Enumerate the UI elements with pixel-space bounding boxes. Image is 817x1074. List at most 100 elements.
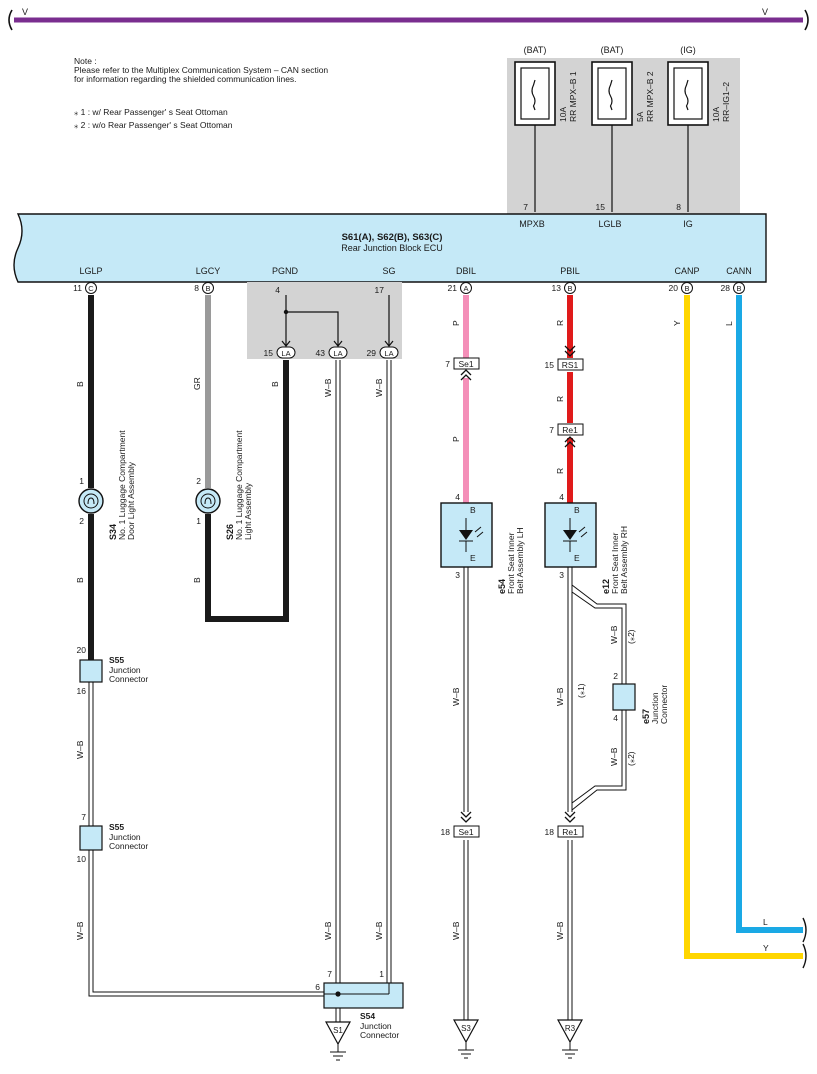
wire-label-s55-1: W–B [75,740,85,759]
e57-pin-bottom: 4 [613,713,618,723]
la-2-label: LA [333,349,342,358]
fuse-3-pin: 8 [676,202,681,212]
re1-bottom-pin: 18 [545,827,555,837]
pin-canp: 20 [669,283,679,293]
se1-bottom-pin: 18 [441,827,451,837]
e12-name-1: Front Seat Inner [610,532,620,594]
wire-label-note-2b: (⁎2) [626,751,636,766]
belt-e54: B E 4 3 e54 Front Seat Inner Belt Assemb… [440,492,525,594]
fuse-1-source: (BAT) [524,45,547,55]
pin-conn-c: C [88,284,94,293]
e54-e: E [470,553,476,563]
s54-pin-left: 6 [315,982,320,992]
s34-pin-bottom: 2 [79,516,84,526]
e57-word1: Junction [650,692,660,724]
wire-label-la43: W–B [323,378,333,397]
wire-label-note-1: (⁎1) [576,683,586,698]
ground-icon [330,1051,346,1061]
pin-cann: 28 [721,283,731,293]
note-block: Note : Please refer to the Multiplex Com… [74,56,328,130]
s34-code: S34 [108,524,118,540]
s55a-word2: Connector [109,674,148,684]
e54-name-1: Front Seat Inner [506,532,516,594]
wb-wires [88,360,627,1022]
ecu-name: Rear Junction Block ECU [341,243,443,253]
fuse-1: (BAT) 10A RR MPX–B 1 7 [514,45,578,212]
ecu-term-mpxb: MPXB [519,219,545,229]
wire-label-pbil-3: R [555,468,565,474]
s55a-code: S55 [109,655,124,665]
wire-label-note-2a: (⁎2) [626,629,636,644]
ground-s1-label: S1 [333,1026,343,1035]
footnote-1: ⁎ 1 : w/ Rear Passenger' s Seat Ottoman [74,107,228,117]
light-s26: 2 1 S26 No. 1 Luggage Compartment Light … [195,430,253,540]
la-3-label: LA [384,349,393,358]
inline-connectors: Se1 7 RS1 15 Re1 7 Se1 18 Re1 18 [441,345,584,838]
led-icon [459,518,484,552]
bulb-icon [87,497,95,505]
s55b-pin-top: 7 [81,812,86,822]
fuse-1-rating: 10A [558,107,568,122]
wire-label-e57-1: W–B [609,625,619,644]
e54-pin-top: 4 [455,492,460,502]
pin-lglp: 11 [73,283,82,293]
e57-pin-top: 2 [613,671,618,681]
s54-pin-a: 7 [327,969,332,979]
ecu-term-cann: CANN [726,266,752,276]
can-continuation: L Y [763,917,807,969]
s55b-pin-bottom: 10 [77,854,87,864]
wire-label-s54-a: W–B [323,921,333,940]
bus-label-right: V [762,7,768,17]
wire-label-canp: Y [672,320,682,326]
s34-pin-top: 1 [79,476,84,486]
ground-shade [247,282,402,359]
s55b-word1: Junction [109,832,141,842]
la-connectors: LA 15 LA 43 LA 29 [264,340,399,359]
s34-name-2: Door Light Assembly [126,461,136,540]
s26-pin-top: 2 [196,476,201,486]
ground-r3-label: R3 [565,1024,576,1033]
wires [88,295,803,959]
s55b-code: S55 [109,822,124,832]
junction-s54: 6 7 1 S54 Junction Connector [315,969,404,1040]
can-end-y: Y [763,943,769,953]
wire-label-pbil-2: R [555,396,565,402]
la-1-pin: 15 [264,348,274,358]
ecu-pins: C 11 B 8 4 17 A 21 B 13 B 20 B 28 [73,282,745,295]
ecu-term-lgcy: LGCY [196,266,221,276]
ground-s3-label: S3 [461,1024,471,1033]
wire-label-la29: W–B [374,378,384,397]
fuse-1-icon [531,79,536,111]
ground-icon [458,1049,474,1059]
pin-dbil: 21 [448,283,458,293]
fuse-3-icon [684,79,689,111]
rs1-pin: 15 [545,360,555,370]
rear-junction-block-ecu: MPXB LGLB IG S61(A), S62(B), S63(C) Rear… [13,213,767,283]
v-bus: V V [8,7,809,31]
wire-label-s3: W–B [451,921,461,940]
e57-code: e57 [641,709,651,724]
la-3-pin: 29 [367,348,377,358]
la-2-pin: 43 [316,348,326,358]
pin-conn-b4: B [736,284,741,293]
re1-top-label: Re1 [562,425,578,435]
pin-pbil: 13 [552,283,562,293]
wire-label-lglp-2: B [75,577,85,583]
junction-s55-b: 7 10 S55 Junction Connector [77,812,149,864]
s26-name-2: Light Assembly [243,482,253,540]
can-end-l: L [763,917,768,927]
fuse-3-source: (IG) [680,45,696,55]
junction-e57: 2 4 e57 Junction Connector [612,671,669,724]
fuse-1-name: RR MPX–B 1 [568,71,578,122]
s26-code: S26 [225,524,235,540]
wire-label-dbil-2: P [451,436,461,442]
note-title: Note : [74,56,97,66]
light-s34: 1 2 S34 No. 1 Luggage Compartment Door L… [78,430,136,540]
wire-label-e54: W–B [451,687,461,706]
led-icon [563,518,588,552]
ecu-term-pbil: PBIL [560,266,580,276]
e54-b: B [470,505,476,515]
pin-lgcy: 8 [194,283,199,293]
e12-name-2: Belt Assembly RH [619,526,629,594]
ecu-term-sg: SG [382,266,395,276]
